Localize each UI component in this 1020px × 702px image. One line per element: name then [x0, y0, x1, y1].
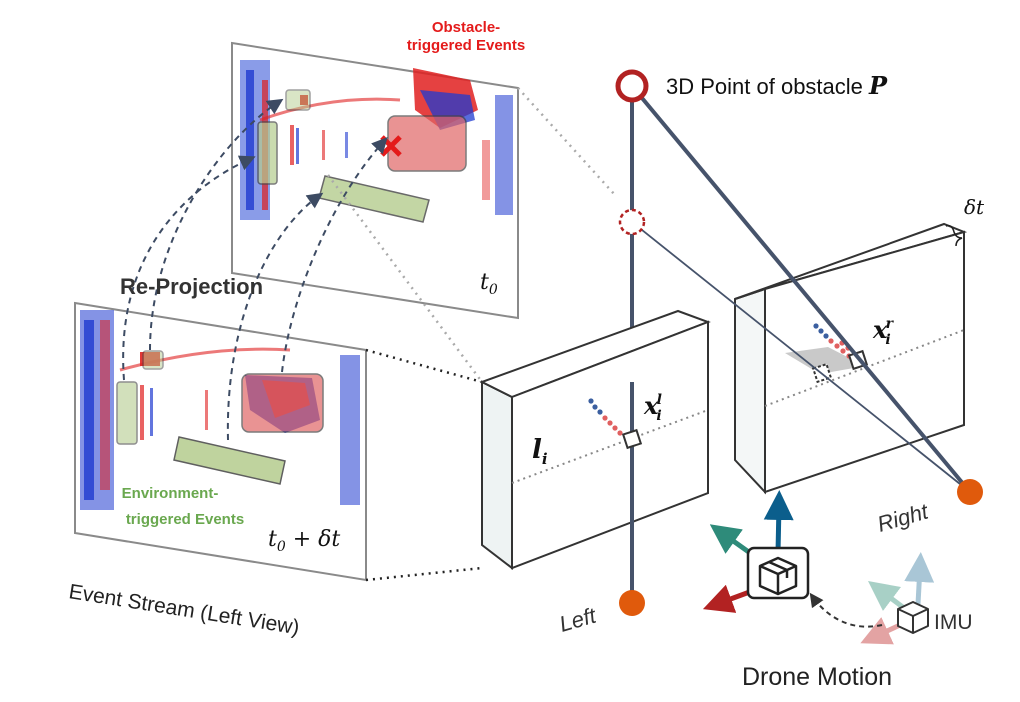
- left-patch: [621, 428, 643, 450]
- imu-label: IMU: [934, 611, 973, 634]
- environment-box-t0: [318, 175, 430, 223]
- obstacle-box-t0-dt: [241, 373, 324, 433]
- reprojection-label: Re-Projection: [120, 274, 263, 299]
- xr-label: xir: [872, 315, 895, 348]
- drone-box-icon: [758, 556, 798, 596]
- delta-t-brace: [945, 224, 963, 247]
- drone-motion-label: Drone Motion: [742, 663, 892, 691]
- right-camera-label: Right: [874, 498, 931, 536]
- tracked-box-left-t0: [257, 121, 278, 185]
- obstacle-events-label-2: triggered Events: [407, 37, 525, 54]
- delta-t-label: δt: [964, 195, 985, 219]
- event-frame-t0-dt: Environment- triggered Events t0 + δt: [74, 301, 367, 582]
- obstacle-box-t0: [387, 115, 467, 172]
- tracked-box-small-t0-dt: [142, 350, 164, 370]
- imu-box-icon: [897, 601, 929, 634]
- imu-axis-up: [904, 552, 935, 605]
- event-stream-label: Event Stream (Left View): [67, 580, 301, 639]
- right-camera-center: [957, 479, 983, 505]
- obstacle-point-label: 3D Point of obstacle P: [666, 71, 888, 100]
- obstacle-point-marker: [615, 69, 649, 103]
- right-camera-plane: xir δt: [734, 195, 985, 495]
- environment-events-label-1: Environment-: [122, 485, 219, 502]
- left-camera-center: [619, 590, 645, 616]
- event-frame-t0: Obstacle- triggered Events t0: [231, 19, 525, 320]
- drone-axis-up: [763, 490, 794, 554]
- drone-body: [702, 490, 810, 613]
- tracked-box-left-t0-dt: [116, 381, 138, 445]
- left-event-dots: [588, 398, 623, 436]
- imu-sensor: IMU: [860, 552, 973, 645]
- epipolar-line-label: li: [532, 435, 548, 468]
- obstacle-point-projection-marker: [618, 208, 646, 236]
- left-camera-label: Left: [556, 602, 599, 636]
- imu-to-drone-arrow: [809, 592, 883, 628]
- search-region-shaded: [785, 347, 865, 374]
- frame-guide-lines: [326, 87, 616, 582]
- environment-events-label-2: triggered Events: [126, 511, 244, 528]
- t0-label: t0: [480, 270, 498, 298]
- left-camera-plane: xil li: [479, 309, 711, 571]
- obstacle-point: 3D Point of obstacle P: [615, 69, 888, 236]
- environment-box-t0-dt: [173, 436, 286, 485]
- t0-dt-label: t0 + δt: [268, 527, 340, 555]
- obstacle-events-label-1: Obstacle-: [432, 19, 500, 36]
- reprojection-arrows: [122, 98, 388, 441]
- imu-axis-forward: [868, 581, 906, 611]
- imu-axis-side: [860, 617, 902, 645]
- tracked-box-small-t0: [285, 89, 311, 111]
- xl-label: xil: [643, 391, 662, 424]
